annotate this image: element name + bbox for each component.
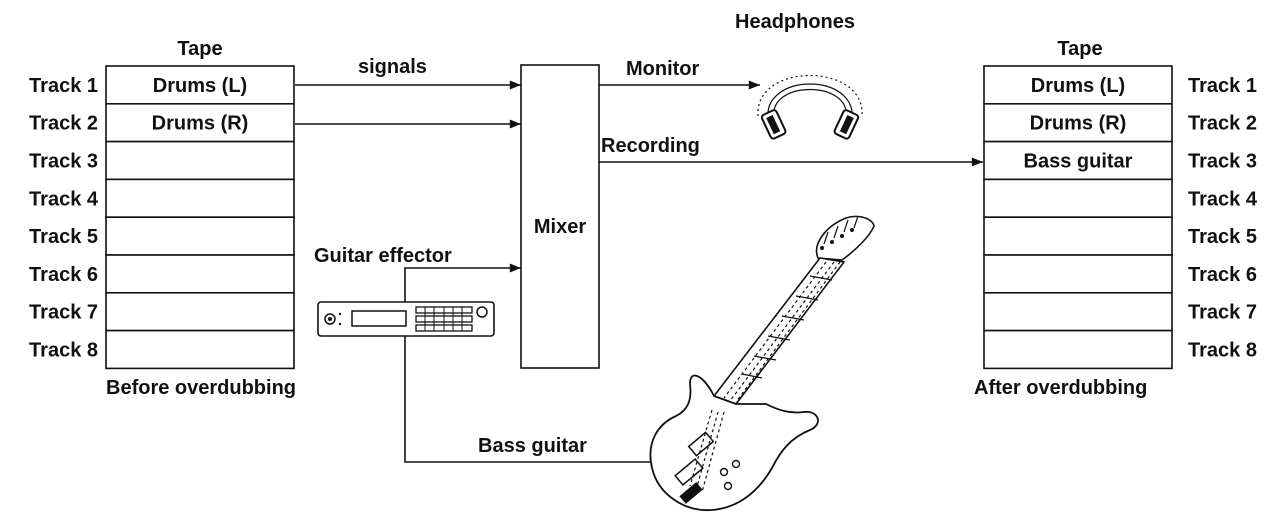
right-track-cell [983,178,1173,218]
right-track-label: Track 7 [1188,302,1257,324]
left-tape-row: Track 2 Drums (R) [29,103,295,143]
right-track-cell [983,216,1173,256]
left-tape-row: Track 8 [29,329,295,370]
right-track-cell [983,103,1173,143]
right-tape: Track 1 Drums (L) Track 2 Drums (R) Track 3 B… [983,65,1258,370]
left-track-content: Drums (R) [152,113,249,135]
right-track-content: Drums (L) [1031,75,1125,97]
bass-guitar-label: Bass guitar [478,435,587,457]
left-track-cell [105,216,295,256]
left-tape-row: Track 7 [29,291,295,332]
left-tape-row: Track 5 [29,216,295,256]
left-track-cell [105,291,295,332]
left-track-label: Track 2 [29,113,98,135]
right-track-cell [983,329,1173,370]
headphones-icon [757,75,863,140]
mixer-label: Mixer [534,216,586,238]
right-tape-row: Track 2 Drums (R) [983,103,1257,143]
right-track-label: Track 4 [1188,188,1258,210]
left-track-cell [105,65,295,105]
effector-to-mixer-wire [404,263,521,302]
right-track-label: Track 8 [1188,340,1257,362]
headphones-label: Headphones [735,11,855,33]
left-tape-title: Tape [177,38,222,60]
right-tape-title: Tape [1057,38,1102,60]
mixer-box [520,64,600,369]
right-track-label: Track 6 [1188,264,1257,286]
left-track-cell [105,178,295,218]
bass-guitar-icon [649,215,875,511]
guitar-effector-label: Guitar effector [314,245,452,267]
right-tape-row: Track 7 [983,291,1257,332]
left-track-label: Track 1 [29,75,98,97]
right-track-label: Track 3 [1188,151,1257,173]
right-tape-row: Track 5 [983,216,1257,256]
right-tape-row: Track 1 Drums (L) [983,65,1257,105]
left-tape-caption: Before overdubbing [106,377,296,399]
right-tape-row: Track 6 [983,254,1257,294]
right-tape-row: Track 8 [983,329,1257,370]
right-tape-row: Track 4 [983,178,1258,218]
guitar-effector-icon [317,301,495,337]
recording-label: Recording [601,135,700,157]
right-track-label: Track 1 [1188,75,1257,97]
right-track-cell [983,254,1173,294]
right-track-label: Track 5 [1188,226,1257,248]
left-track-content: Drums (L) [153,75,247,97]
left-track-label: Track 7 [29,302,98,324]
right-track-label: Track 2 [1188,113,1257,135]
left-track-label: Track 8 [29,340,98,362]
left-tape-row: Track 6 [29,254,295,294]
left-track-label: Track 6 [29,264,98,286]
left-track-cell [105,329,295,370]
guitar-to-effector-wire [404,336,650,463]
left-track-label: Track 3 [29,151,98,173]
left-track-label: Track 5 [29,226,98,248]
left-track-cell [105,140,295,181]
right-track-content: Drums (R) [1030,113,1127,135]
left-tape: Track 1 Drums (L) Track 2 Drums (R) Track 3 T… [29,65,295,370]
right-track-content: Bass guitar [1024,151,1133,173]
right-tape-caption: After overdubbing [974,377,1147,399]
left-tape-row: Track 4 [29,178,295,218]
left-tape-row: Track 1 Drums (L) [29,65,295,105]
right-tape-row: Track 3 Bass guitar [983,140,1257,181]
left-track-label: Track 4 [29,188,99,210]
right-track-cell [983,291,1173,332]
left-track-cell [105,254,295,294]
monitor-label: Monitor [626,58,700,80]
signals-label: signals [358,56,427,78]
left-tape-row: Track 3 [29,140,295,181]
left-track-cell [105,103,295,143]
